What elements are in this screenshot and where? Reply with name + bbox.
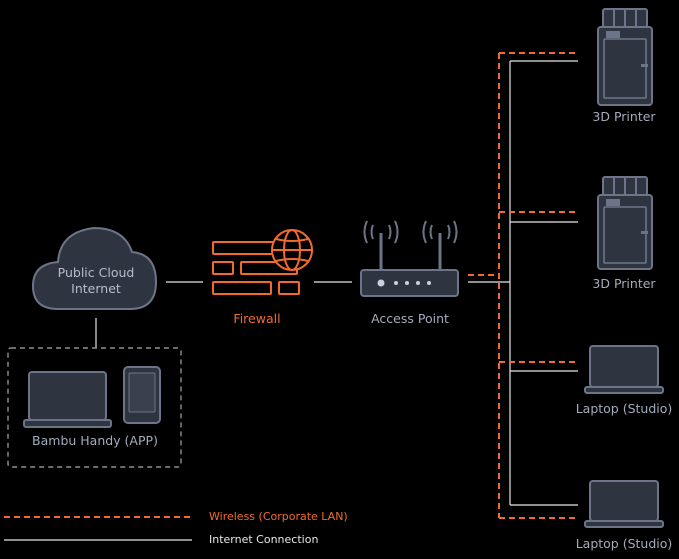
cloud-icon [31, 226, 158, 310]
router-icon [360, 220, 459, 297]
handy-group-box [7, 347, 182, 468]
laptop-2-label: Laptop (Studio) [575, 536, 673, 551]
printer-1-label: 3D Printer [592, 109, 656, 124]
globe-icon [271, 229, 313, 271]
legend-wireless-label: Wireless (Corporate LAN) [209, 510, 348, 523]
handy-label: Bambu Handy (APP) [32, 433, 158, 448]
cloud-label: Public Cloud Internet [40, 265, 152, 297]
printer-icon [597, 176, 653, 270]
laptop-icon [584, 345, 664, 394]
wireless-connections [468, 52, 578, 519]
cloud-label-line1: Public Cloud [57, 265, 135, 280]
laptop-1-label: Laptop (Studio) [575, 401, 673, 416]
printer-2-label: 3D Printer [592, 276, 656, 291]
cloud-label-line2: Internet [71, 281, 121, 296]
laptop-icon [23, 371, 112, 428]
internet-connections [95, 60, 578, 506]
access-point-label: Access Point [371, 311, 449, 326]
legend-internet-label: Internet Connection [209, 533, 319, 546]
firewall-label: Firewall [233, 311, 281, 326]
printer-icon [597, 8, 653, 106]
tablet-icon [123, 366, 161, 424]
laptop-icon [584, 480, 664, 528]
